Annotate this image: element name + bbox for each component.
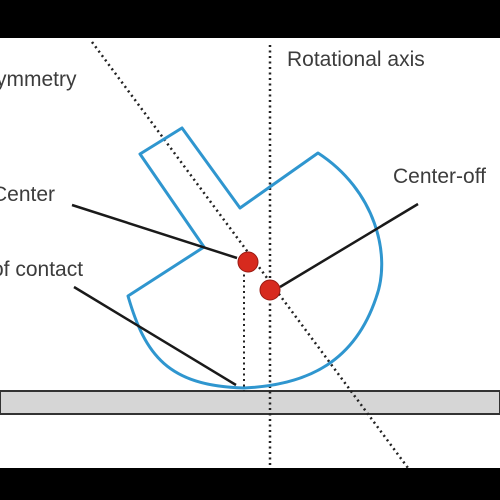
- center-marker: [237, 251, 259, 273]
- object-outline: [126, 126, 384, 390]
- rotational-axis-label: Rotational axis: [287, 48, 425, 71]
- center-label: Center: [0, 183, 56, 206]
- symmetry-axis-label: Symmetry: [0, 68, 77, 91]
- center-leader-line: [71, 203, 238, 260]
- floor-surface: [0, 390, 500, 415]
- point-of-contact-label: of contact: [0, 258, 84, 281]
- center-offset-label: Center-off: [393, 165, 486, 188]
- contact-leader-line: [73, 285, 237, 387]
- center-offset-marker: [259, 279, 281, 301]
- center-offset-leader-line: [279, 202, 419, 289]
